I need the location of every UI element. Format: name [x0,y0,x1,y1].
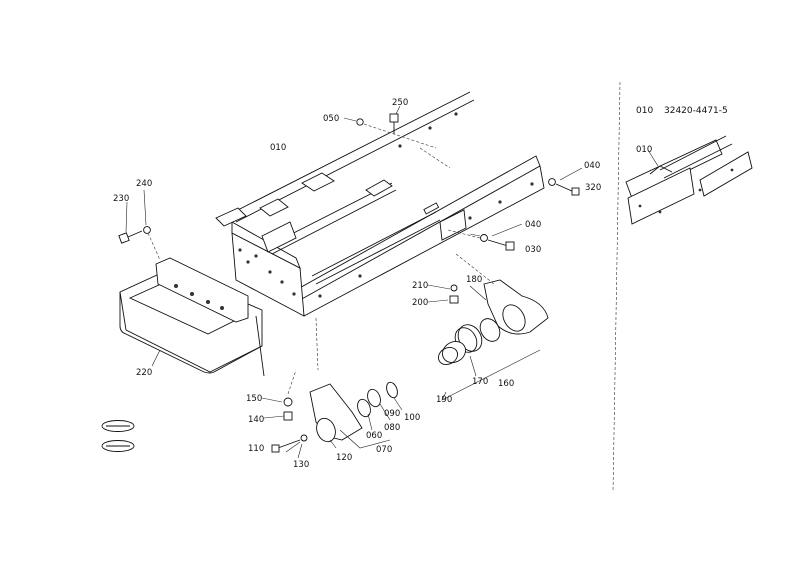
callout-100: 100 [404,413,420,423]
callout-010: 010 [270,143,286,153]
callout-090: 090 [384,409,400,419]
callout-250: 250 [392,98,408,108]
callout-190: 190 [436,395,452,405]
callout-210: 210 [412,281,428,291]
callout-040-top: 040 [584,161,600,171]
front-frame [215,91,545,371]
inset-frame [625,135,753,225]
inset-ref-label: 010 [636,106,653,116]
callout-140: 140 [248,415,264,425]
bolts-right [447,167,583,251]
inset-callout-010: 010 [636,145,652,155]
bolt-230-240 [118,189,161,261]
callout-200: 200 [412,298,428,308]
callout-labels: 250 050 010 040 320 040 030 240 230 210 … [113,98,728,470]
callout-170: 170 [472,377,488,387]
callout-050: 050 [323,114,339,124]
callout-220: 220 [136,368,152,378]
callout-120: 120 [336,453,352,463]
callout-060: 060 [366,431,382,441]
callout-160: 160 [498,379,514,389]
callout-130: 130 [293,460,309,470]
callout-040-mid: 040 [525,220,541,230]
oval-stamps [101,420,135,452]
callout-110: 110 [248,444,264,454]
step-220 [119,257,265,377]
inset-separator [612,81,621,493]
bracket-assembly [427,253,549,401]
callout-230: 230 [113,194,129,204]
callout-080: 080 [384,423,400,433]
callout-180: 180 [466,275,482,285]
callout-030: 030 [525,245,541,255]
callout-320: 320 [585,183,601,193]
callout-070: 070 [376,445,392,455]
callout-150: 150 [246,394,262,404]
lower-arm-assembly [261,369,403,459]
callout-240: 240 [136,179,152,189]
part-number-label: 32420-4471-5 [664,106,728,116]
bolts-top [343,105,437,149]
